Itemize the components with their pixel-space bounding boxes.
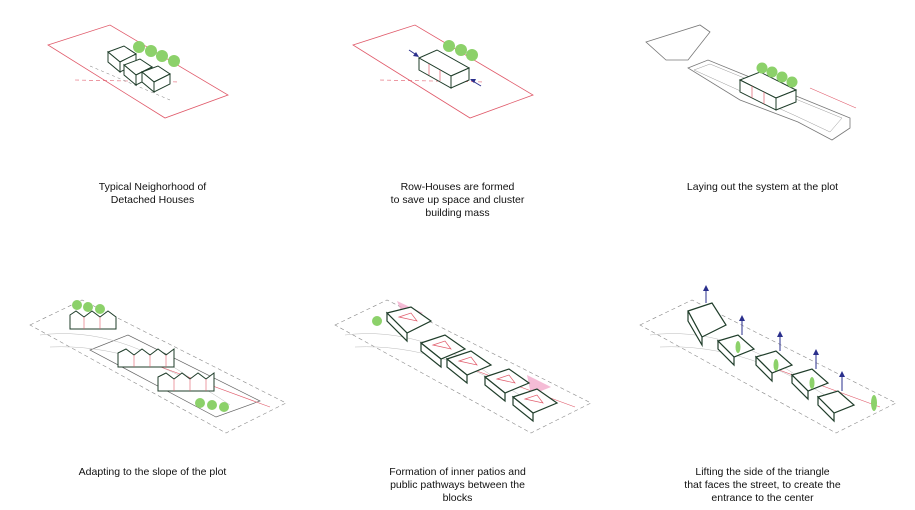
- tree: [735, 341, 741, 353]
- detached-houses-diagram: [47, 24, 229, 119]
- stepped-block: [157, 372, 215, 392]
- lift-arrow: [813, 349, 819, 369]
- panel-caption: Row-Houses are formed to save up space a…: [390, 181, 525, 219]
- compression-arrow: [470, 79, 482, 87]
- plot-outline: [29, 299, 287, 434]
- row-house-block: [738, 71, 798, 111]
- lift-arrow: [739, 315, 745, 335]
- lifted-block: [687, 302, 727, 348]
- lift-arrow: [777, 331, 783, 351]
- tree: [809, 377, 815, 389]
- contour-line: [659, 346, 841, 406]
- panel-caption: Formation of inner patios and public pat…: [389, 466, 526, 504]
- tree: [871, 395, 877, 411]
- diagram-panel-2: Row-Houses are formed to save up space a…: [305, 0, 610, 255]
- house: [141, 65, 171, 94]
- contour-line: [39, 333, 201, 386]
- tree: [466, 49, 478, 61]
- panel-caption: Adapting to the slope of the plot: [78, 466, 227, 478]
- plot-outline: [639, 299, 897, 434]
- tree: [156, 50, 168, 62]
- tree: [95, 304, 105, 314]
- panel-caption: Lifting the side of the triangle that fa…: [684, 466, 841, 504]
- slope-adaptation-diagram: [29, 299, 287, 434]
- patio-block: [511, 388, 559, 423]
- tree: [455, 44, 467, 56]
- plot-line: [809, 87, 857, 109]
- tree: [168, 55, 180, 67]
- plot-outline: [89, 334, 261, 418]
- stepped-block: [69, 310, 117, 330]
- tree: [773, 359, 779, 371]
- compression-arrow: [408, 49, 419, 57]
- tree: [72, 300, 82, 310]
- plot-outline: [47, 24, 229, 119]
- plot-outline: [334, 299, 592, 434]
- patio-block: [483, 368, 531, 403]
- tree: [133, 41, 145, 53]
- lift-arrow: [703, 285, 709, 303]
- plot-outline: [352, 24, 534, 119]
- patio-block: [445, 350, 493, 385]
- panel-caption: Laying out the system at the plot: [686, 181, 839, 193]
- row-houses-diagram: [352, 24, 534, 119]
- plot-line: [379, 79, 486, 83]
- tree: [786, 76, 798, 88]
- tree: [207, 400, 217, 410]
- tree: [372, 316, 382, 326]
- tree: [219, 402, 229, 412]
- patio-block: [419, 334, 467, 369]
- inner-patios-diagram: [334, 299, 592, 434]
- diagram-panel-3: Laying out the system at the plot: [610, 0, 915, 255]
- tree: [756, 62, 768, 74]
- tree: [145, 45, 157, 57]
- plot-outline: [687, 59, 851, 141]
- plot-line: [89, 65, 171, 101]
- patio-block: [385, 306, 433, 343]
- diagram-panel-5: Formation of inner patios and public pat…: [305, 255, 610, 510]
- plot-outline: [645, 24, 711, 61]
- lift-arrow: [839, 371, 845, 391]
- lifted-block: [816, 390, 856, 423]
- tree: [443, 40, 455, 52]
- stepped-block: [117, 348, 175, 368]
- diagram-panel-4: Adapting to the slope of the plot: [0, 255, 305, 510]
- tree: [766, 66, 778, 78]
- tree: [195, 398, 205, 408]
- diagram-panel-6: Lifting the side of the triangle that fa…: [610, 255, 915, 510]
- row-house-block: [417, 49, 471, 89]
- contour-line: [354, 346, 536, 406]
- plot-layout-diagram: [645, 24, 857, 141]
- tree: [83, 302, 93, 312]
- diagram-panel-1: Typical Neighorhood of Detached Houses: [0, 0, 305, 255]
- lifted-entrance-diagram: [639, 285, 897, 434]
- tree: [776, 71, 788, 83]
- panel-caption: Typical Neighorhood of Detached Houses: [98, 181, 207, 206]
